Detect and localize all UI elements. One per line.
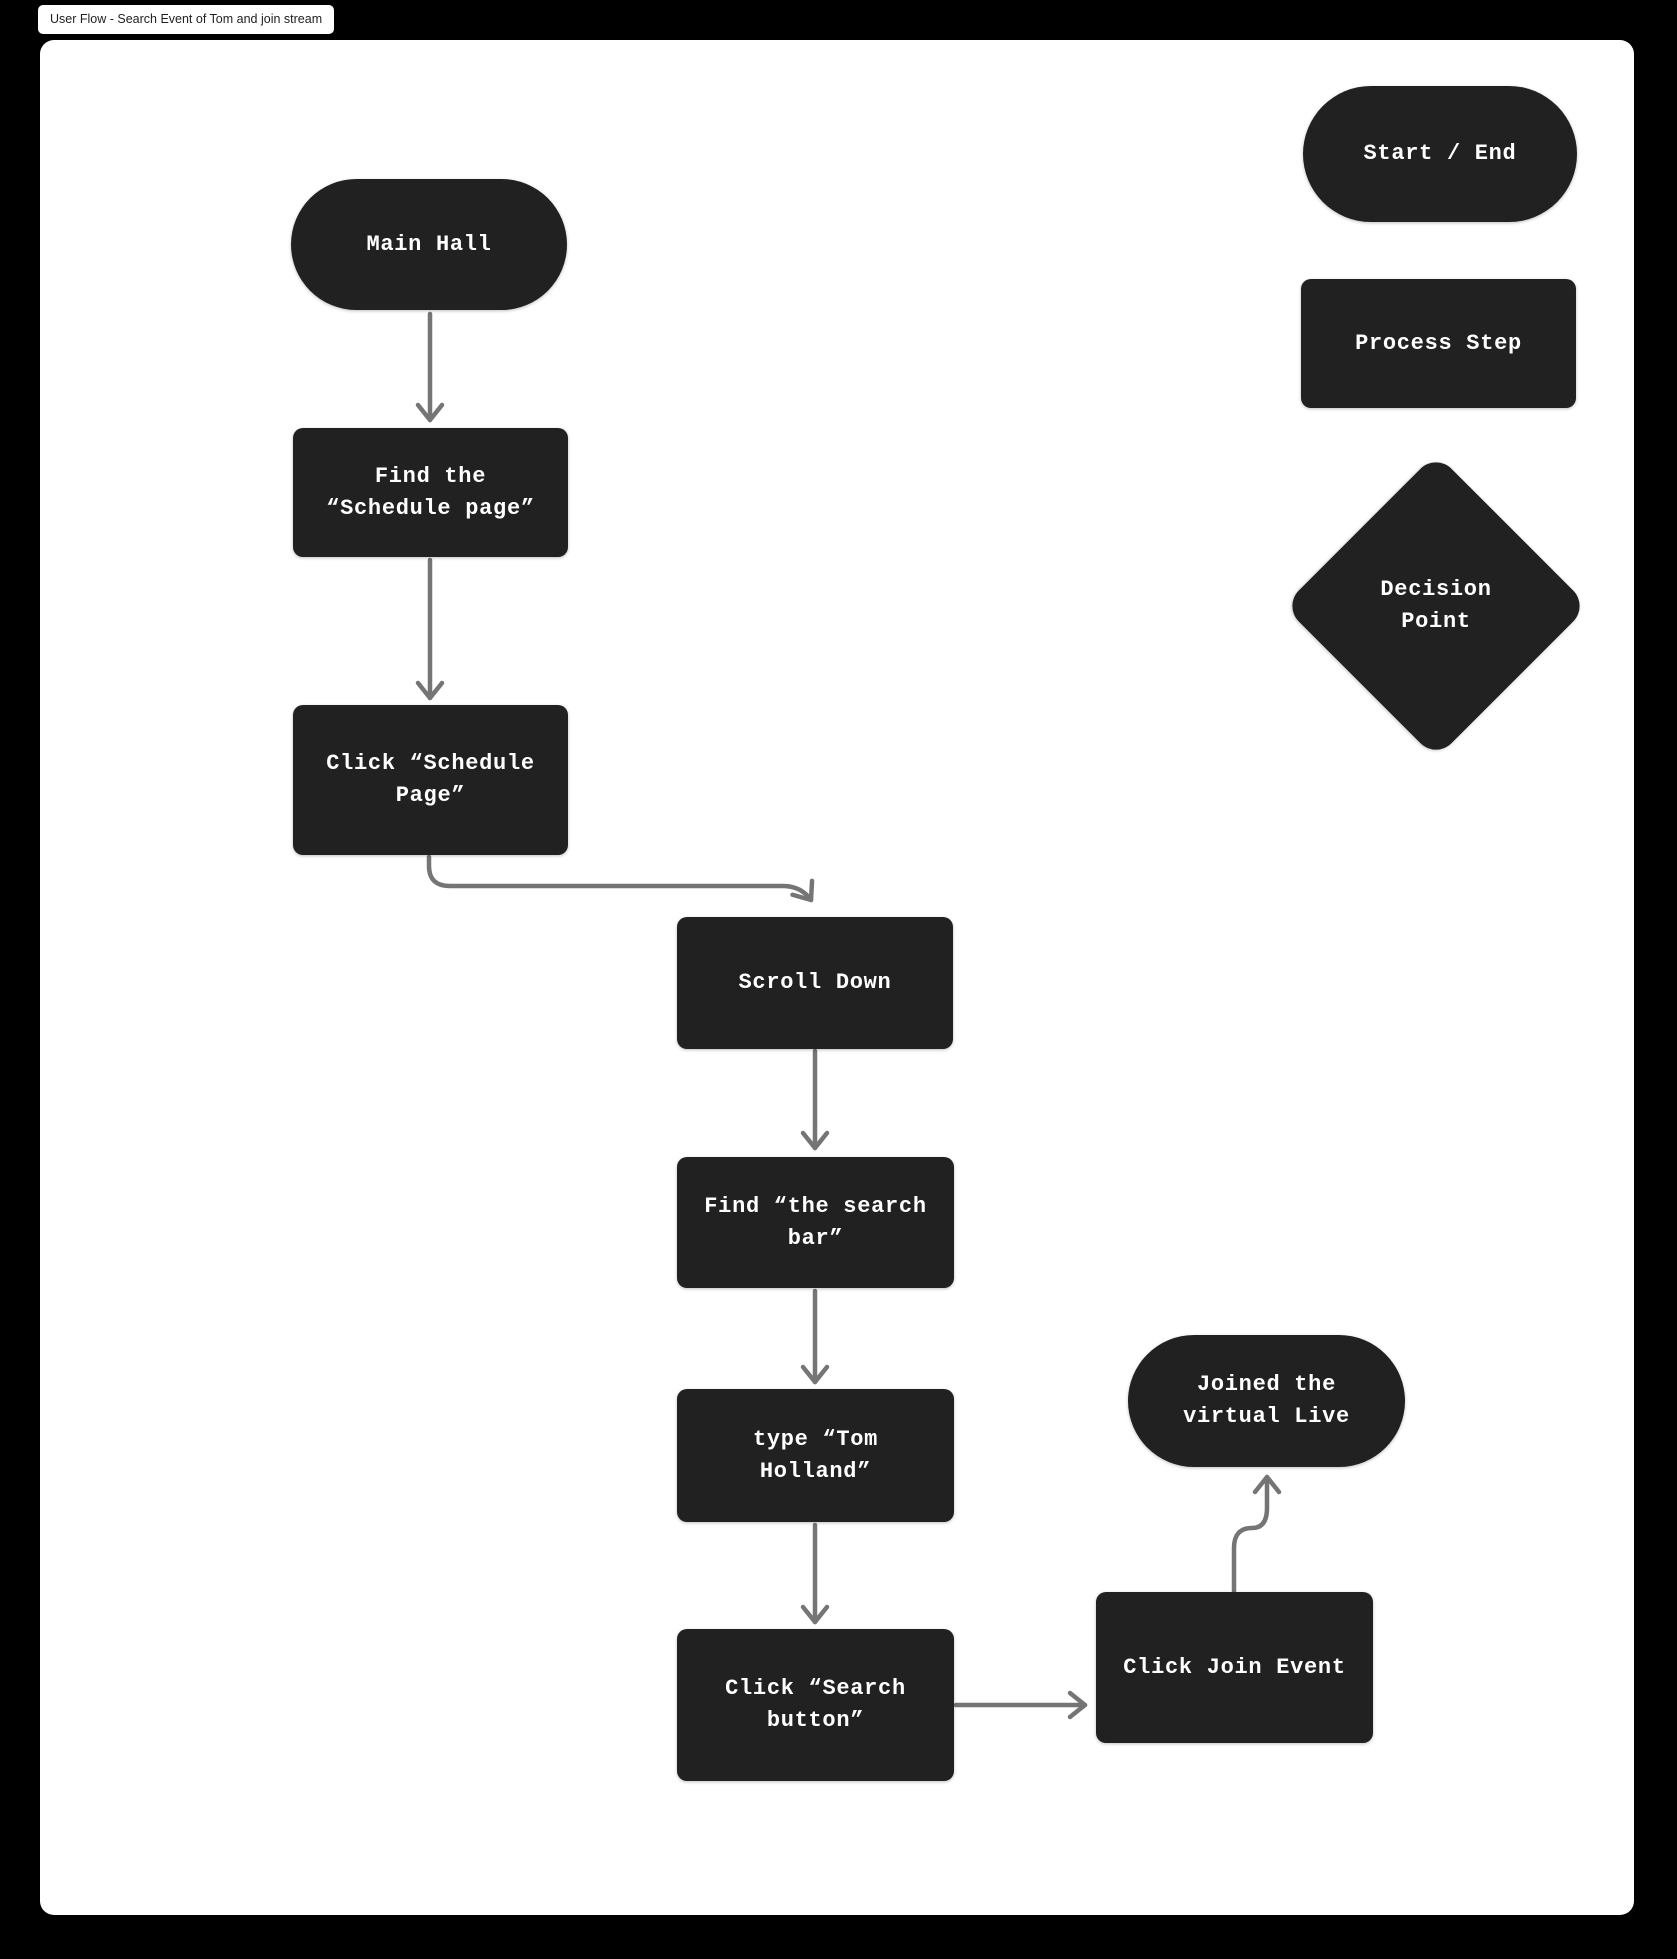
flow-node-click-search-button[interactable]: Click “Search button” [677,1629,954,1781]
flow-node-click-schedule-page[interactable]: Click “Schedule Page” [293,705,568,855]
legend-start-end-shape[interactable]: Start / End [1303,86,1577,222]
legend-process-step-shape[interactable]: Process Step [1301,279,1576,408]
flow-node-type-tom-holland[interactable]: type “Tom Holland” [677,1389,954,1522]
flow-node-click-join-event[interactable]: Click Join Event [1096,1592,1373,1743]
legend-decision-point-shape[interactable]: Decision Point [1283,453,1589,759]
flow-node-scroll-down[interactable]: Scroll Down [677,917,953,1049]
flow-node-joined-virtual-live[interactable]: Joined the virtual Live [1128,1335,1405,1467]
flow-node-find-schedule-page[interactable]: Find the “Schedule page” [293,428,568,557]
flow-node-find-search-bar[interactable]: Find “the search bar” [677,1157,954,1288]
legend-decision-point-label: Decision Point [1380,577,1492,634]
flow-node-main-hall[interactable]: Main Hall [291,179,567,310]
page-title[interactable]: User Flow - Search Event of Tom and join… [38,5,335,34]
